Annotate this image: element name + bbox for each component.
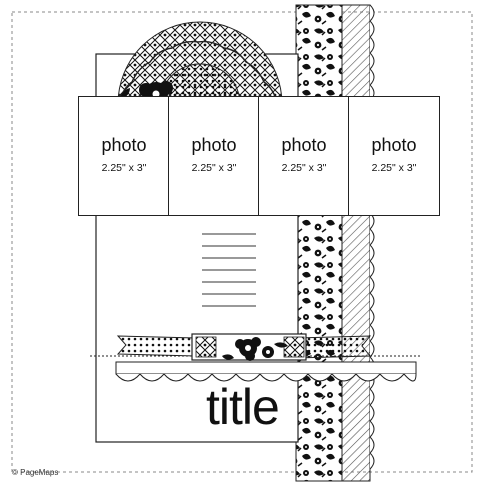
photo-size: 2.25" x 3" bbox=[349, 162, 439, 174]
photo-card-3[interactable]: photo 2.25" x 3" bbox=[258, 96, 350, 216]
photo-label: photo bbox=[79, 135, 169, 156]
banner-right bbox=[296, 336, 370, 358]
photo-label: photo bbox=[349, 135, 439, 156]
photo-card-4[interactable]: photo 2.25" x 3" bbox=[348, 96, 440, 216]
banner-left bbox=[118, 336, 196, 356]
photo-label: photo bbox=[169, 135, 259, 156]
photo-size: 2.25" x 3" bbox=[79, 162, 169, 174]
title-text: title bbox=[206, 382, 279, 432]
photo-size: 2.25" x 3" bbox=[259, 162, 349, 174]
photo-card-2[interactable]: photo 2.25" x 3" bbox=[168, 96, 260, 216]
striped-strip bbox=[342, 5, 370, 481]
watermark-text: © PageMaps bbox=[12, 468, 58, 477]
floral-strip bbox=[296, 5, 342, 481]
photo-size: 2.25" x 3" bbox=[169, 162, 259, 174]
photo-label: photo bbox=[259, 135, 349, 156]
photo-card-1[interactable]: photo 2.25" x 3" bbox=[78, 96, 170, 216]
scalloped-edge-right bbox=[370, 5, 374, 469]
